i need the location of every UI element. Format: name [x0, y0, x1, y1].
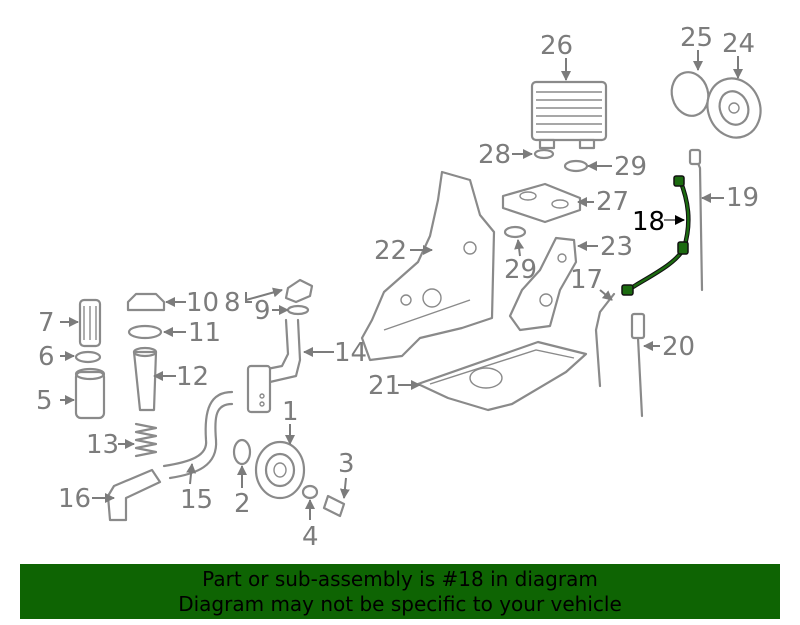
callout-29-upper: 29: [614, 152, 647, 182]
info-banner: Part or sub-assembly is #18 in diagram D…: [20, 564, 780, 619]
callout-12: 12: [176, 362, 209, 392]
callout-13: 13: [86, 430, 119, 460]
callout-19: 19: [726, 183, 759, 213]
callout-29-lower: 29: [504, 255, 537, 285]
elbow-fitting-part-16[interactable]: [106, 468, 162, 522]
callout-28: 28: [478, 140, 511, 170]
dipstick-part-17[interactable]: [594, 292, 616, 388]
seal-part-11[interactable]: [127, 324, 163, 340]
callout-17: 17: [570, 265, 603, 295]
seal-part-9[interactable]: [286, 304, 310, 316]
callout-6: 6: [38, 342, 55, 372]
sensor-part-20[interactable]: [630, 312, 646, 418]
callout-8: 8: [224, 288, 241, 318]
banner-line-1: Part or sub-assembly is #18 in diagram: [202, 567, 598, 591]
filter-element-part-7[interactable]: [78, 298, 102, 348]
tube-part-12[interactable]: [132, 346, 158, 412]
banner-line-2: Diagram may not be specific to your vehi…: [178, 592, 622, 616]
leader-lines: [60, 50, 743, 520]
callout-10: 10: [186, 288, 219, 318]
parts-diagram: 26 25 24 28 29 27 29 19 18 22 23 17 20 2…: [36, 23, 768, 552]
callout-1: 1: [282, 397, 299, 427]
dipstick-tube-part-19[interactable]: [688, 148, 704, 292]
seal-part-2[interactable]: [232, 438, 252, 466]
callout-4: 4: [302, 522, 319, 552]
callout-11: 11: [188, 318, 221, 348]
callout-23: 23: [600, 232, 633, 262]
o-ring-part-6[interactable]: [74, 350, 102, 364]
callout-16: 16: [58, 484, 91, 514]
seal-part-29-lower[interactable]: [503, 225, 527, 239]
pulley-part-1[interactable]: [254, 440, 306, 500]
callout-15: 15: [180, 485, 213, 515]
mount-bracket-part-23[interactable]: [508, 236, 578, 332]
callout-26: 26: [540, 31, 573, 61]
callout-3: 3: [338, 449, 355, 479]
callout-2: 2: [234, 489, 251, 519]
corrugated-hose-part-15[interactable]: [162, 390, 234, 480]
filter-cap-part-5[interactable]: [74, 367, 106, 420]
callout-27: 27: [596, 187, 629, 217]
spring-part-13[interactable]: [134, 422, 158, 458]
seal-part-29-upper[interactable]: [563, 159, 589, 173]
bolt-part-3[interactable]: [322, 494, 346, 518]
callout-5: 5: [36, 386, 53, 416]
callout-25: 25: [680, 23, 713, 53]
callout-18-highlighted: 18: [632, 207, 665, 237]
breather-tube-part-14[interactable]: [246, 318, 302, 414]
highlighted-hose-part-18[interactable]: [621, 175, 691, 296]
engine-front-cover-part-22[interactable]: [360, 170, 496, 362]
callout-7: 7: [38, 308, 55, 338]
callout-22: 22: [374, 236, 407, 266]
filter-housing-part-24[interactable]: [699, 71, 768, 145]
washer-part-4[interactable]: [301, 484, 319, 500]
gasket-ring-part-25[interactable]: [667, 68, 713, 120]
filler-cap-part-8[interactable]: [284, 278, 314, 304]
oil-pan-part-21[interactable]: [416, 340, 588, 412]
callout-9: 9: [254, 296, 271, 326]
callout-20: 20: [662, 332, 695, 362]
callout-24: 24: [722, 29, 755, 59]
cooler-gasket-part-27[interactable]: [501, 182, 582, 224]
cap-part-10[interactable]: [126, 292, 166, 312]
callout-14: 14: [334, 338, 367, 368]
callout-21: 21: [368, 371, 401, 401]
oil-cooler-part-26[interactable]: [530, 80, 608, 150]
seal-part-28[interactable]: [533, 148, 555, 160]
